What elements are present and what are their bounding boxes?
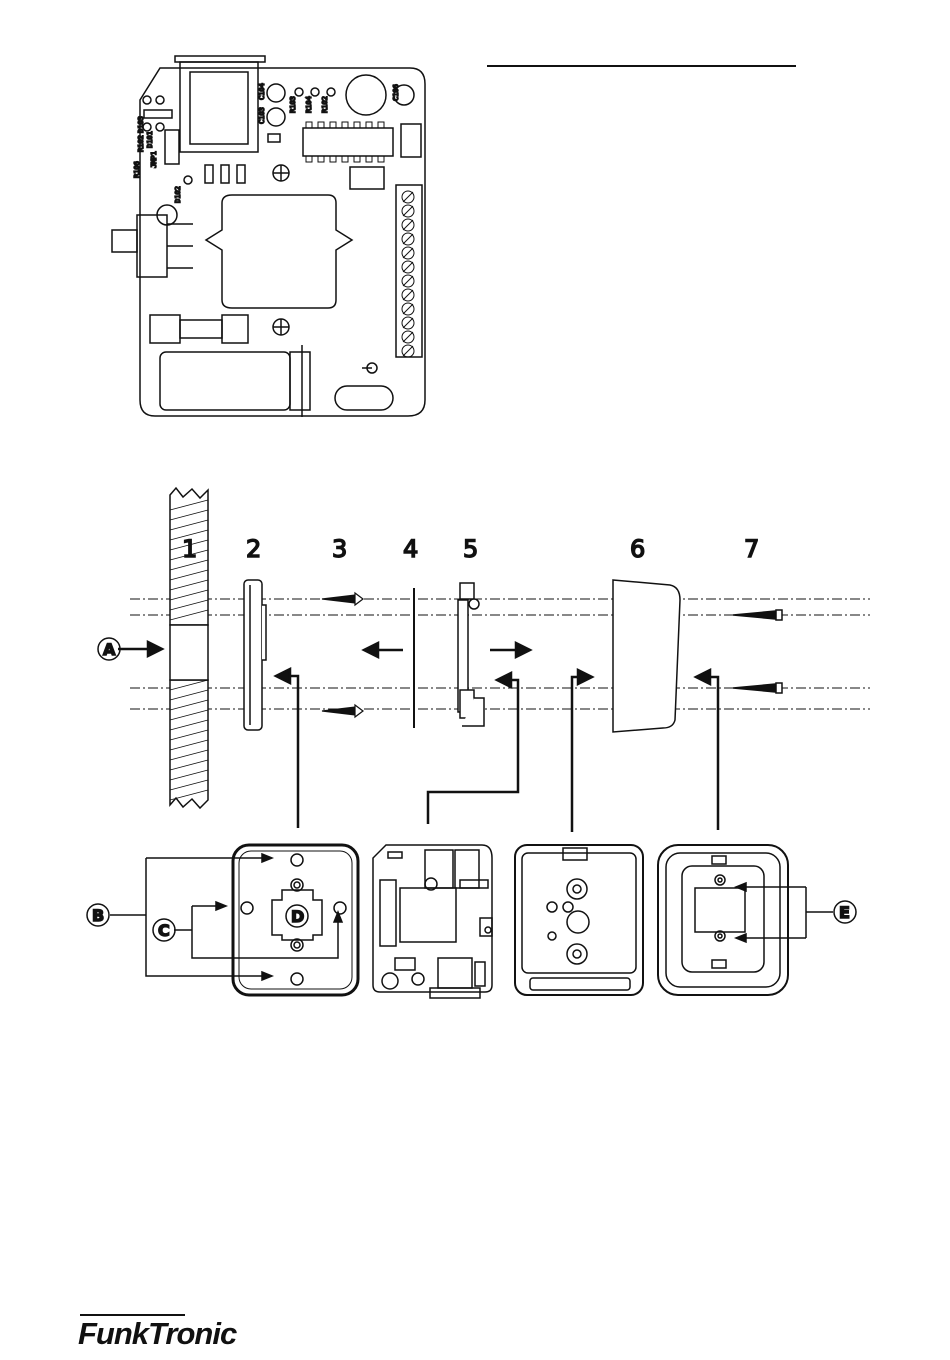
circuit-board-part-5 xyxy=(458,583,484,726)
pcb-label-r102: R102 xyxy=(137,135,145,152)
part-number-2: 2 xyxy=(246,535,261,563)
pcb-label-r104: R104 xyxy=(305,96,313,113)
base-plate-part-2 xyxy=(244,580,266,730)
part-number-3: 3 xyxy=(332,535,347,563)
pcb-electrolytic-capacitor xyxy=(160,352,290,410)
pcb-label-d102: D102 xyxy=(174,186,182,203)
pcb-capacitor xyxy=(267,84,285,102)
part-number-1: 1 xyxy=(182,535,197,563)
pcb-label-r106: R106 xyxy=(133,161,141,178)
pcb-label-r103: R103 xyxy=(289,96,297,113)
circuit-board-front-view xyxy=(373,845,492,998)
pcb-label-d101: D101 xyxy=(146,131,154,148)
pcb-label-jmp1: JMP1 xyxy=(150,151,158,168)
callout-d-label: D xyxy=(291,907,304,926)
pcb-screw-hole xyxy=(273,165,289,335)
pcb-connector xyxy=(175,56,265,62)
cover-front-view xyxy=(658,845,788,995)
pcb-label-c104: C104 xyxy=(258,83,266,100)
callout-e-label: E xyxy=(839,903,850,922)
screw-part-7 xyxy=(733,610,782,693)
brand-name: FunkTronic xyxy=(78,1316,237,1351)
screw-part-3 xyxy=(322,593,363,717)
callout-a-label: A xyxy=(103,640,116,659)
callout-b-label: B xyxy=(92,906,104,925)
pcb-label-c106: C106 xyxy=(392,84,400,101)
cover-back-view xyxy=(515,845,643,995)
pcb-ic-chip xyxy=(303,128,393,156)
part-number-6: 6 xyxy=(630,535,645,563)
part-number-4: 4 xyxy=(403,535,418,563)
pcb-label-d103: D103 xyxy=(137,116,145,133)
part-number-7: 7 xyxy=(744,535,759,563)
brand-logo: FunkTronic xyxy=(78,1315,237,1351)
pcb-fuse xyxy=(150,315,180,343)
callout-right: E xyxy=(736,883,856,942)
pcb-transformer xyxy=(206,195,352,308)
pcb-label-r102-top: R102 xyxy=(321,96,329,113)
exploded-assembly: 1 2 3 4 5 6 7 A xyxy=(98,488,870,832)
cover-part-6 xyxy=(613,580,680,732)
pcb-top-view: C104 C103 R103 R104 R102 C106 D101 R102 … xyxy=(112,56,425,417)
pcb-outline xyxy=(140,68,425,416)
callout-c-label: C xyxy=(158,921,170,940)
pcb-label-c103: C103 xyxy=(258,107,266,124)
part-number-5: 5 xyxy=(463,535,478,563)
